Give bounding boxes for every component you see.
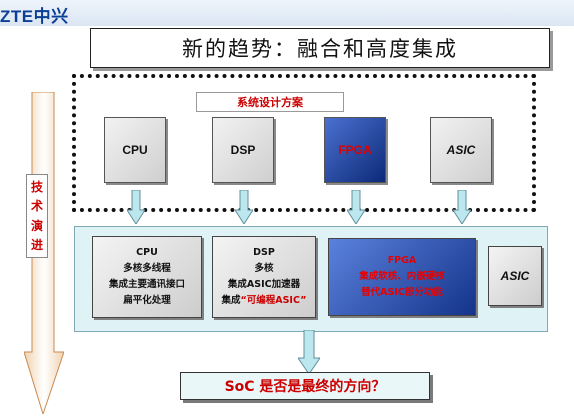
card-title: FPGA xyxy=(387,255,417,266)
card-fpga: FPGA 集成软核、内嵌硬核 替代ASIC部分功能 xyxy=(328,238,476,316)
card-line: 集成主要通讯接口 xyxy=(108,279,185,290)
zte-logo: ZTE中兴 xyxy=(0,7,69,26)
card-cpu: CPU 多核多线程 集成主要通讯接口 扁平化处理 xyxy=(92,236,202,318)
programmable-asic-highlight: “可编程ASIC” xyxy=(240,295,307,306)
soc-question-box: SoC 是否是最终的方向？ xyxy=(180,372,430,400)
chip-asic: ASIC xyxy=(430,117,492,183)
card-title: DSP xyxy=(253,247,275,258)
chip-cpu: CPU xyxy=(104,117,166,183)
card-line: 多核 xyxy=(254,263,274,274)
card-line: 集成软核、内嵌硬核 xyxy=(359,271,445,282)
card-line: 多核多线程 xyxy=(123,263,171,274)
tech-evolution-label: 技 术 演 进 xyxy=(26,174,48,258)
down-arrow-icon xyxy=(347,190,365,224)
down-arrow-icon xyxy=(298,330,320,374)
chip-fpga: FPGA xyxy=(324,117,386,183)
side-char: 进 xyxy=(30,238,43,253)
header-bar xyxy=(0,0,574,26)
card-line: 扁平化处理 xyxy=(123,295,171,306)
down-arrow-icon xyxy=(127,190,145,224)
card-asic: ASIC xyxy=(488,246,542,306)
card-line-prefix: 集成 xyxy=(221,295,241,306)
card-title: CPU xyxy=(136,247,158,258)
card-dsp: DSP 多核 集成ASIC加速器 集成“可编程ASIC” xyxy=(212,236,316,318)
slide-title: 新的趋势：融合和高度集成 xyxy=(182,37,458,61)
side-char: 技 xyxy=(30,179,43,194)
down-arrow-icon xyxy=(235,190,253,224)
title-box: 新的趋势：融合和高度集成 xyxy=(90,28,550,68)
system-design-title: 系统设计方案 xyxy=(196,92,344,112)
down-arrow-icon xyxy=(453,190,471,224)
side-char: 演 xyxy=(30,218,43,233)
card-line: 集成“可编程ASIC” xyxy=(221,293,306,309)
card-line: 集成ASIC加速器 xyxy=(227,279,301,290)
chip-dsp: DSP xyxy=(212,117,274,183)
card-line: 替代ASIC部分功能 xyxy=(361,287,443,298)
side-char: 术 xyxy=(30,199,43,214)
